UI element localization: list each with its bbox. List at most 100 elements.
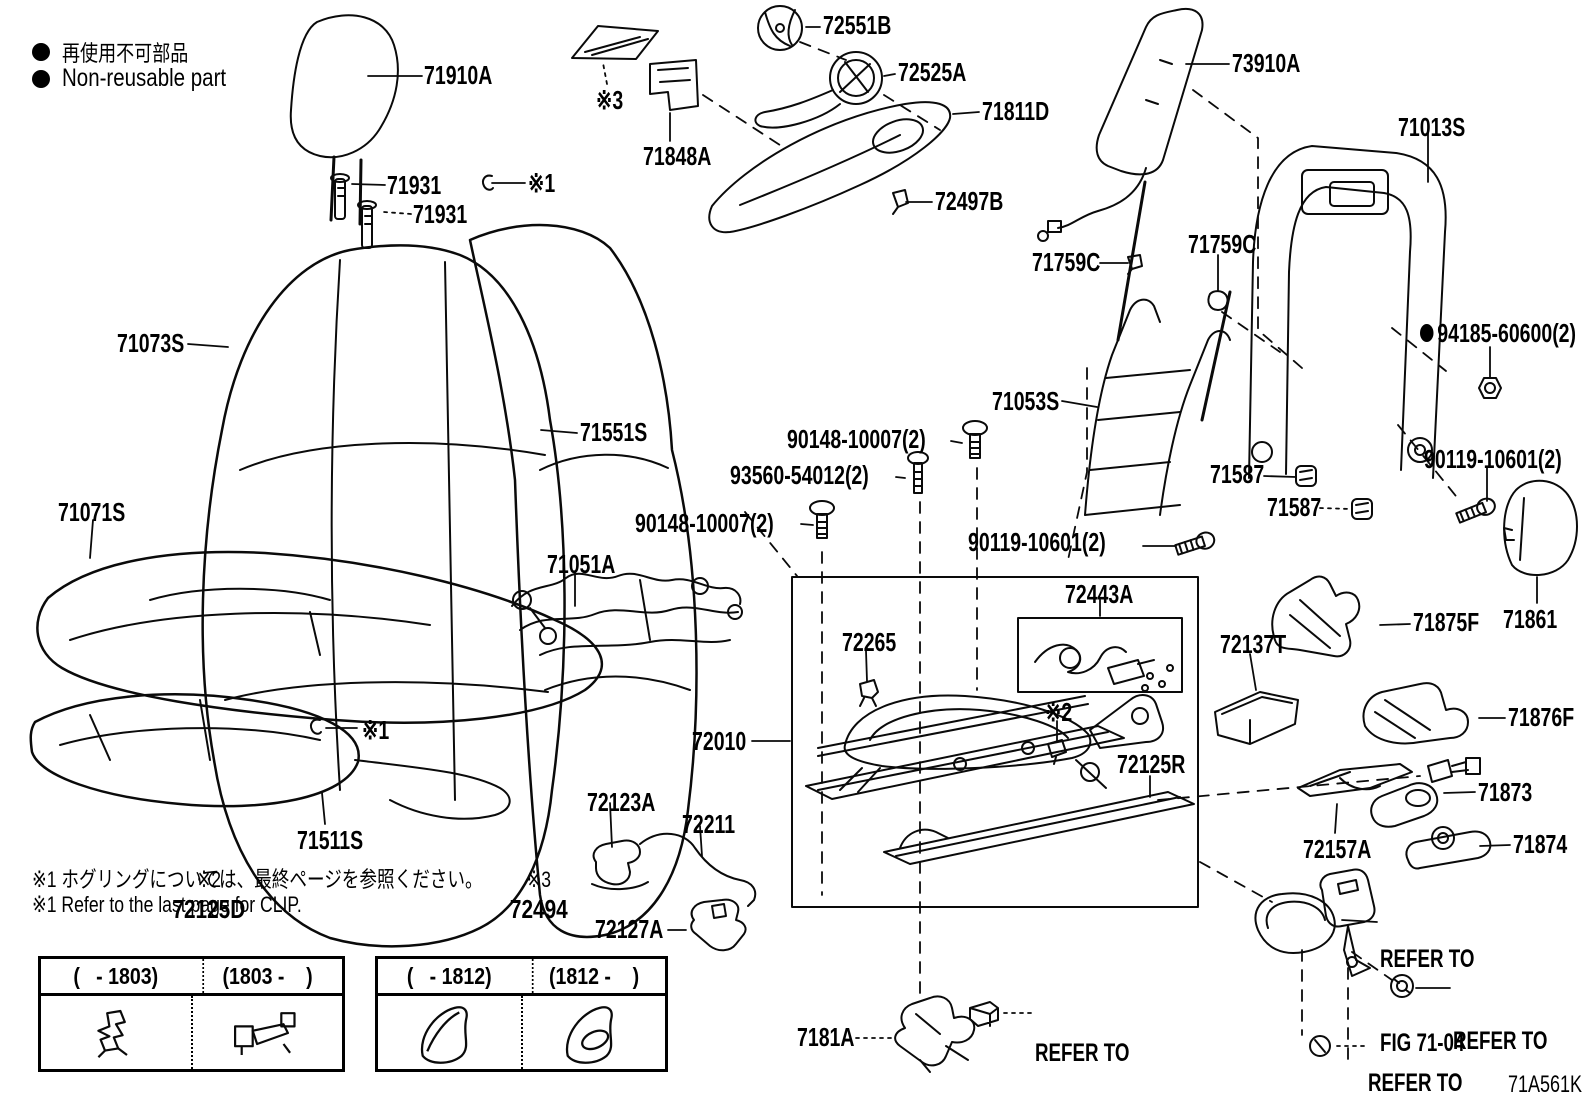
part-label-90119-10601-1: 90119-10601(2)	[968, 527, 1106, 557]
ref-note-fig71-04-pnc73230: REFER TO FIG 71-04 (PNC 73230)	[1380, 945, 1475, 1057]
part-label-72157A: 72157A	[1303, 834, 1372, 864]
variant-col-header: (1812 - )	[531, 959, 654, 993]
part-label-72010: 72010	[692, 726, 747, 756]
part-label-72443A: 72443A	[1065, 579, 1134, 609]
part-label-71071S: 71071S	[58, 497, 126, 527]
part-label-71931-2: 71931	[413, 199, 468, 229]
arm-71874-drawing	[1405, 826, 1492, 870]
part-label-72125R: 72125R	[1117, 749, 1186, 779]
variant-part-sketch	[41, 996, 191, 1069]
lever-72525A-drawing	[754, 51, 883, 129]
shield-71811D-drawing	[708, 101, 952, 234]
part-label-73910A: 73910A	[1232, 48, 1301, 78]
bolt-90119-left-icon	[1174, 531, 1216, 556]
track-assembly-72010-drawing	[805, 694, 1195, 865]
bracket-7181A-drawing	[894, 995, 976, 1073]
bolt-90148-lower-icon	[809, 500, 835, 539]
part-label-72525A: 72525A	[898, 57, 967, 87]
part-label-71910A: 71910A	[424, 60, 493, 90]
non-reusable-bullet-icon	[1420, 324, 1434, 342]
ref-note-fig82-02-pnc82824A: REFER TO FIG 82-02 (PNC 82824A)	[1035, 1039, 1130, 1067]
part-label-71013S: 71013S	[1398, 112, 1466, 142]
seatback-frame-71013S-drawing	[1248, 145, 1447, 479]
part-label-71931-1: 71931	[387, 170, 442, 200]
dotted-leader-lines	[383, 62, 1365, 1047]
marker-label-x2: ※2	[1045, 697, 1073, 727]
variant-table-72125D-title: ※2 72125D	[172, 867, 246, 924]
airbag-73910A-drawing	[1037, 8, 1204, 242]
knob-72551B-drawing	[757, 5, 803, 51]
footnote-jp: ※1 ホグリングについては、最終ページを参照ください。	[32, 867, 483, 892]
part-label-71759C-1: 71759C	[1032, 247, 1101, 277]
cushion-cover-71071S-drawing	[36, 550, 604, 724]
variant-part-sketch	[520, 996, 666, 1069]
cable-72157A-drawing	[1297, 763, 1413, 797]
legend-en-text: Non-reusable part	[62, 64, 227, 92]
recliner-72443A-drawing	[1034, 643, 1174, 692]
part-label-72123A: 72123A	[587, 787, 656, 817]
part-label-90119-10601-2: 90119-10601(2)	[1424, 444, 1562, 474]
seatback-cover-71073S-drawing	[201, 244, 566, 948]
part-label-72211: 72211	[682, 809, 736, 839]
part-label-72497B: 72497B	[935, 186, 1004, 216]
variant-table-72494-title: ※3 72494	[509, 867, 568, 924]
bracket-71875F-drawing	[1271, 575, 1361, 658]
part-label-71759C-2: 71759C	[1188, 229, 1257, 259]
cover-71861-drawing	[1503, 479, 1578, 577]
cushion-frame-71051A-drawing	[511, 572, 743, 656]
nut-ref2-icon	[1390, 974, 1414, 998]
variant-col-header: ( - 1812)	[406, 962, 492, 989]
part-label-72551B: 72551B	[823, 10, 892, 40]
part-label-71511S: 71511S	[297, 825, 364, 855]
clip-72127A-drawing	[690, 898, 747, 952]
part-label-93560-54012: 93560-54012(2)	[730, 460, 869, 490]
marker-label-x1-top: ※1	[528, 168, 556, 198]
part-label-71874: 71874	[1513, 829, 1568, 859]
non-reusable-bullet-icon	[32, 43, 50, 61]
part-label-90148-10007-2: 90148-10007(2)	[635, 508, 774, 538]
clip-71759C-left-icon	[1127, 254, 1143, 275]
clip-72123A-drawing	[591, 839, 649, 890]
figure-code-label: 71A561K	[1508, 1071, 1583, 1098]
recliner-box-72443A	[1017, 617, 1183, 693]
part-72125R-drawing	[1427, 757, 1481, 783]
nut-94185-icon	[1478, 377, 1502, 399]
leader-lines	[89, 26, 1538, 989]
headrest-support-drawing	[330, 173, 377, 249]
dashed-assembly-lines	[702, 41, 1461, 1061]
part-label-71587-2: 71587	[1267, 492, 1322, 522]
part-label-94185-60600: 94185-60600(2)	[1420, 320, 1576, 346]
part-label-71587-1: 71587	[1210, 459, 1265, 489]
legend-non-reusable-en: Non-reusable part	[32, 64, 262, 93]
variant-table-72125D: ※2 72125D ( - 1803) (1803 - )	[38, 867, 345, 1072]
part-label-7181A: 7181A	[797, 1022, 855, 1052]
clip-72497B-drawing	[892, 189, 909, 215]
wedge-72137T-drawing	[1214, 691, 1299, 745]
clip-ring-bottom-icon	[310, 718, 322, 735]
ref-note-fig71-04-pnc73214: REFER TO FIG 71-04 (PNC 73214)	[1368, 1069, 1463, 1097]
part-label-71861: 71861	[1503, 604, 1558, 634]
variant-part-sketch	[378, 996, 521, 1069]
ring-ref3-icon	[1309, 1035, 1331, 1057]
part-label-71811D: 71811D	[982, 96, 1050, 126]
part-label-71051A: 71051A	[547, 549, 616, 579]
bracket-71876F-drawing	[1362, 682, 1469, 745]
part-label-71876F: 71876F	[1508, 702, 1575, 732]
variant-col-header: (1803 - )	[201, 959, 331, 993]
clip-72265-icon	[859, 679, 879, 707]
marker-label-x3: ※3	[596, 85, 624, 115]
clip-71759C-right-icon	[1207, 290, 1229, 311]
legend-jp-text: 再使用不可部品	[62, 41, 189, 66]
part-label-72137T: 72137T	[1220, 629, 1287, 659]
footnote-en: ※1 Refer to the last page for CLIP.	[32, 892, 302, 917]
clip-ring-icon	[482, 174, 494, 191]
part-label-71073S: 71073S	[117, 328, 185, 358]
marker-label-x1-bottom: ※1	[362, 715, 390, 745]
bolt-90119-right-icon	[1455, 497, 1496, 524]
grommet-71587-icons	[1295, 465, 1373, 520]
part-label-71875F: 71875F	[1413, 607, 1480, 637]
part-label-71848A: 71848A	[643, 141, 712, 171]
headrest-drawing	[289, 14, 399, 226]
lever-71873-drawing	[1370, 782, 1439, 828]
